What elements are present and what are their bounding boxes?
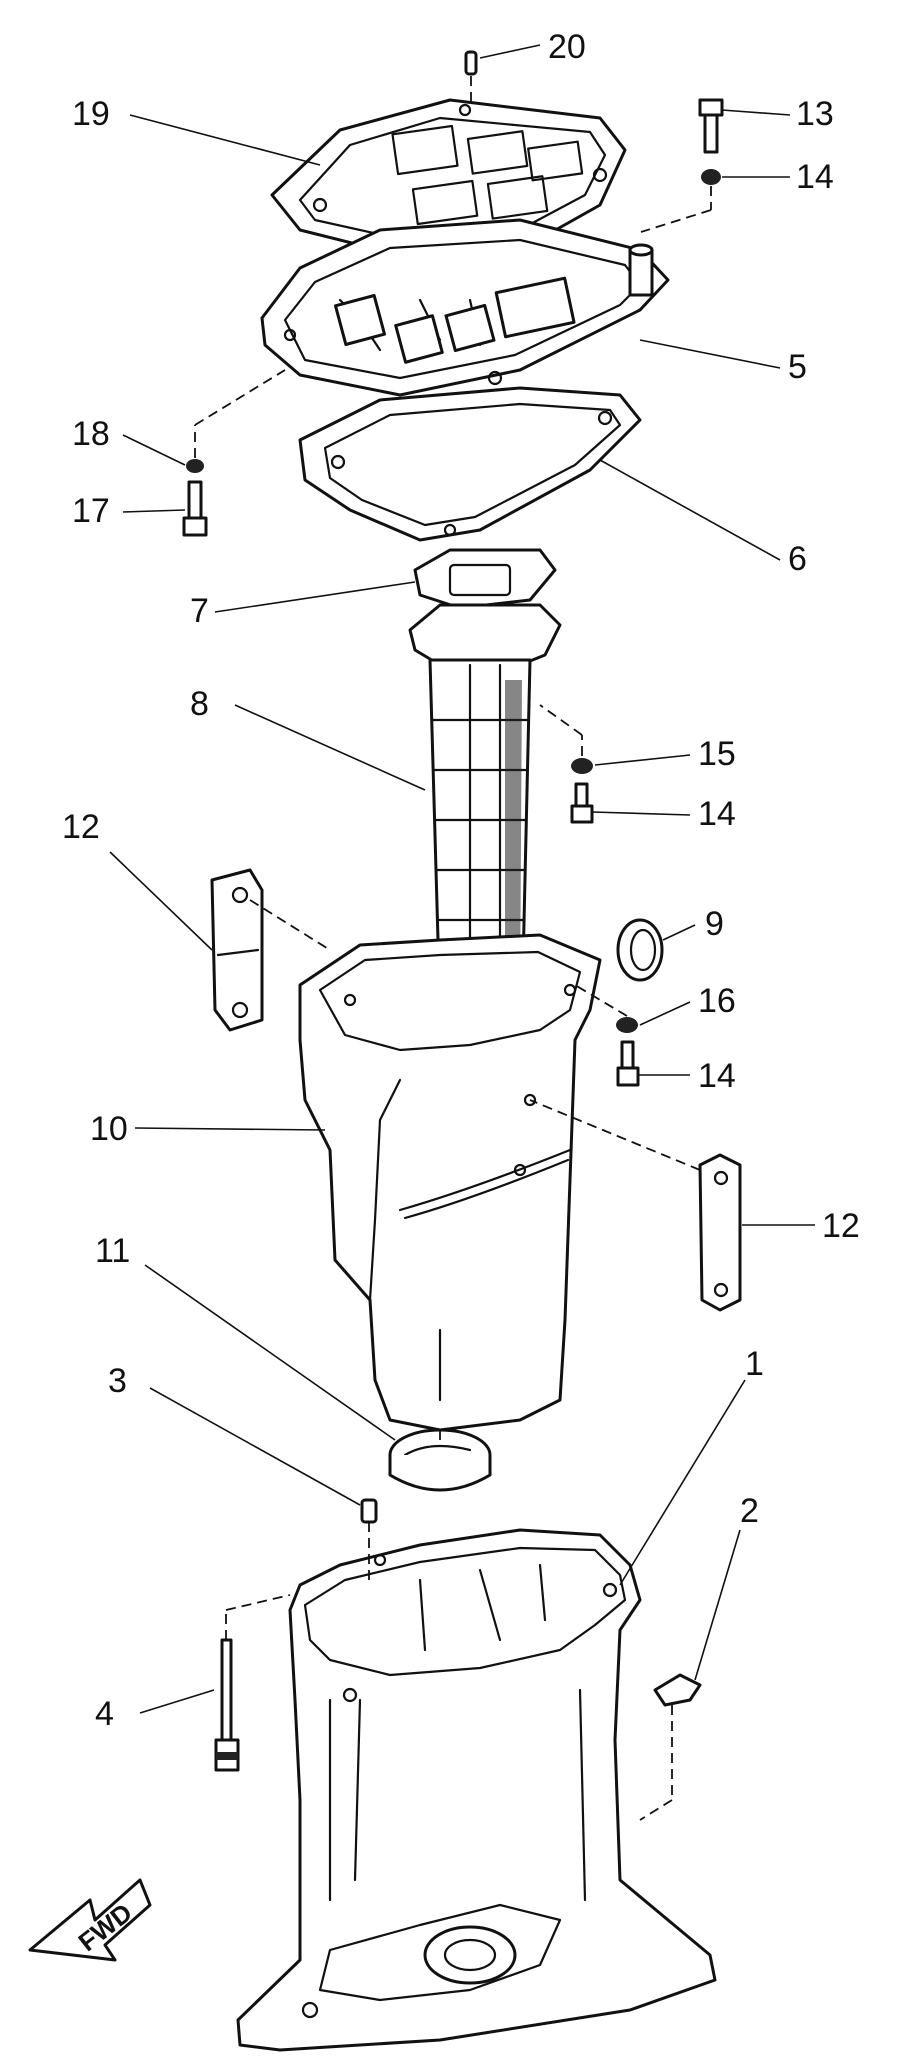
rubber-mount-12-left (210, 868, 264, 1032)
clip-2 (653, 1673, 702, 1707)
lower-casing-1 (236, 1528, 717, 2052)
washer-18 (186, 459, 204, 473)
seal-9 (616, 918, 664, 982)
pin-20 (464, 50, 478, 76)
bolt-4 (214, 1638, 240, 1772)
callout-14-upper: 15 (698, 735, 736, 773)
callout-18: 18 (72, 415, 110, 453)
callout-17: 17 (72, 492, 110, 530)
callout-16: 14 (796, 158, 834, 196)
forward-direction-arrow-icon: FWD (28, 1878, 152, 1962)
callout-13-upper: 14 (698, 795, 736, 833)
gasket-plate-19 (270, 98, 627, 257)
leader-lines (109, 44, 815, 1714)
callout-2: 2 (740, 1492, 759, 1530)
alignment-lines (194, 76, 712, 1821)
bolt-17 (182, 480, 208, 537)
callout-1: 1 (745, 1345, 764, 1383)
callout-6: 6 (788, 540, 807, 578)
callout-12-right: 12 (822, 1207, 860, 1245)
bolt-13-lower (616, 1040, 640, 1087)
washer-14-lower (616, 1017, 638, 1033)
callout-14-lower: 16 (698, 982, 736, 1020)
callout-labels: 20 19 13 14 5 18 17 6 7 8 15 14 12 9 16 … (62, 28, 860, 1733)
callout-5: 5 (788, 348, 807, 386)
callout-3: 3 (108, 1362, 127, 1400)
callout-8: 8 (190, 685, 209, 723)
callout-10: 10 (90, 1110, 128, 1148)
callout-13-lower: 14 (698, 1057, 736, 1095)
callout-20: 20 (548, 28, 586, 66)
upper-casing-5 (260, 218, 670, 397)
callout-12-left: 12 (62, 808, 100, 846)
washer-16 (701, 169, 721, 185)
callout-9: 9 (705, 905, 724, 943)
bolt-15 (698, 98, 724, 154)
gasket-6 (298, 386, 642, 542)
dowel-pin-3 (360, 1498, 378, 1524)
gasket-7 (413, 548, 557, 610)
rubber-mount-12-right (698, 1153, 742, 1312)
washer-14-upper (571, 758, 593, 774)
bolt-13-upper (570, 782, 594, 824)
callout-7: 7 (190, 592, 209, 630)
callout-19: 19 (72, 95, 110, 133)
callout-11: 11 (95, 1232, 130, 1270)
callout-15: 13 (796, 95, 834, 133)
callout-4: 4 (95, 1695, 114, 1733)
damper-11 (388, 1428, 492, 1492)
casing-10 (298, 933, 602, 1432)
